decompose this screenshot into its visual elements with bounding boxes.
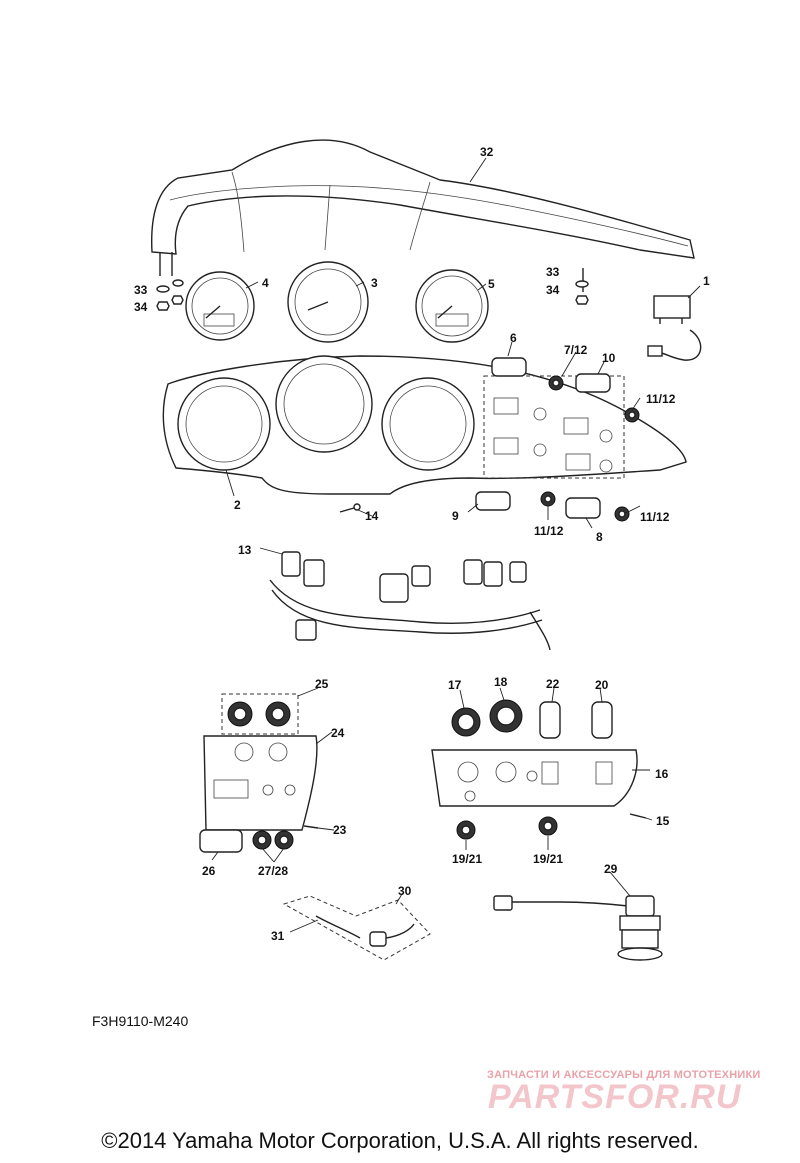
callout-14: 14: [365, 509, 379, 523]
part-dash-cover: [151, 139, 695, 292]
part-gauge-multi: [415, 269, 489, 343]
part-wiring-harness: [269, 551, 551, 651]
callout-17: 17: [448, 678, 462, 692]
part-switches-panel: [475, 357, 640, 522]
callout-11-12-b: 11/12: [640, 510, 670, 524]
callout-3: 3: [371, 276, 378, 290]
callout-13: 13: [238, 543, 252, 557]
callout-4: 4: [262, 276, 269, 290]
callout-11-12-c: 11/12: [534, 524, 564, 538]
callout-9: 9: [452, 509, 459, 523]
callout-29: 29: [604, 862, 618, 876]
part-sensor: [493, 895, 663, 961]
callout-26: 26: [202, 864, 216, 878]
part-washers-nuts: [156, 279, 589, 311]
callout-34-a: 34: [134, 300, 148, 314]
diagram-code: F3H9110-M240: [92, 1013, 189, 1029]
callout-8: 8: [596, 530, 603, 544]
callout-24: 24: [331, 726, 345, 740]
callout-32: 32: [480, 145, 494, 159]
part-gauge-speedometer: [287, 261, 369, 343]
callout-25: 25: [315, 677, 329, 691]
callout-10: 10: [602, 351, 616, 365]
callout-2: 2: [234, 498, 241, 512]
callout-16: 16: [655, 767, 669, 781]
part-left-switch-panel: [199, 693, 319, 853]
part-instrument-panel: [162, 355, 687, 495]
callout-15: 15: [656, 814, 670, 828]
callout-6: 6: [510, 331, 517, 345]
callout-5: 5: [488, 277, 495, 291]
callout-19-21-a: 19/21: [452, 852, 483, 866]
callout-27-28: 27/28: [258, 864, 289, 878]
watermark-logo: PARTSFOR.RU: [488, 1078, 742, 1116]
callout-11-12-a: 11/12: [646, 392, 676, 406]
callout-33-a: 33: [134, 283, 148, 297]
copyright-notice: ©2014 Yamaha Motor Corporation, U.S.A. A…: [101, 1128, 699, 1153]
callout-30: 30: [398, 884, 412, 898]
callout-20: 20: [595, 678, 609, 692]
part-right-accessory-panel: [431, 699, 647, 840]
callout-1: 1: [703, 274, 710, 288]
part-gauge-tachometer: [185, 271, 255, 341]
callout-34-b: 34: [546, 283, 560, 297]
watermark-tagline: ЗАПЧАСТИ И АКСЕССУАРЫ ДЛЯ МОТОТЕХНИКИ: [487, 1069, 761, 1081]
callout-7-12: 7/12: [564, 343, 588, 357]
callout-19-21-b: 19/21: [533, 852, 564, 866]
part-lanyard-key: [282, 895, 431, 961]
callout-18: 18: [494, 675, 508, 689]
part-module: [647, 295, 702, 361]
callout-31: 31: [271, 929, 285, 943]
leader-lines: [211, 157, 701, 933]
callout-22: 22: [546, 677, 560, 691]
callout-23: 23: [333, 823, 347, 837]
callout-33-b: 33: [546, 265, 560, 279]
part-screw-14: [339, 503, 361, 513]
